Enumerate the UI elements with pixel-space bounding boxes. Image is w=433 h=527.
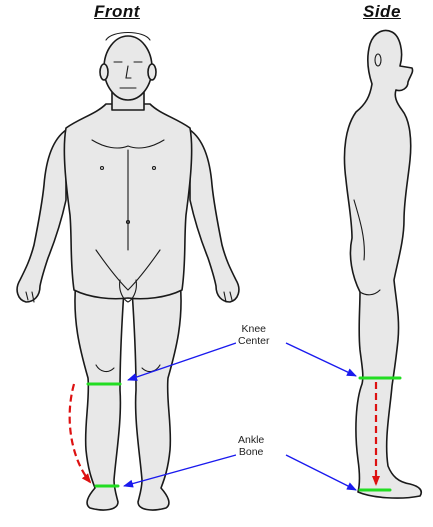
ankle-label-line2: Bone	[238, 446, 264, 458]
knee-label-line2: Center	[238, 335, 270, 347]
front-view-title: Front	[94, 2, 140, 22]
side-view-title: Side	[363, 2, 401, 22]
front-figure	[17, 36, 239, 510]
front-right-leg	[132, 280, 181, 510]
front-right-ear	[148, 64, 156, 80]
front-left-arm	[17, 130, 66, 302]
ankle-bone-label: Ankle Bone	[236, 434, 266, 458]
front-left-leg	[75, 280, 124, 510]
ankle-label-line1: Ankle	[238, 434, 264, 446]
front-right-arm	[190, 130, 239, 302]
knee-label-line1: Knee	[238, 323, 270, 335]
knee-side-pointer	[286, 343, 356, 376]
ankle-markers	[96, 486, 390, 490]
side-figure	[344, 31, 421, 499]
knee-center-label: Knee Center	[236, 323, 272, 347]
ankle-side-pointer	[286, 455, 356, 490]
knee-markers	[88, 378, 400, 384]
side-body-outline	[344, 31, 421, 499]
front-left-ear	[100, 64, 108, 80]
